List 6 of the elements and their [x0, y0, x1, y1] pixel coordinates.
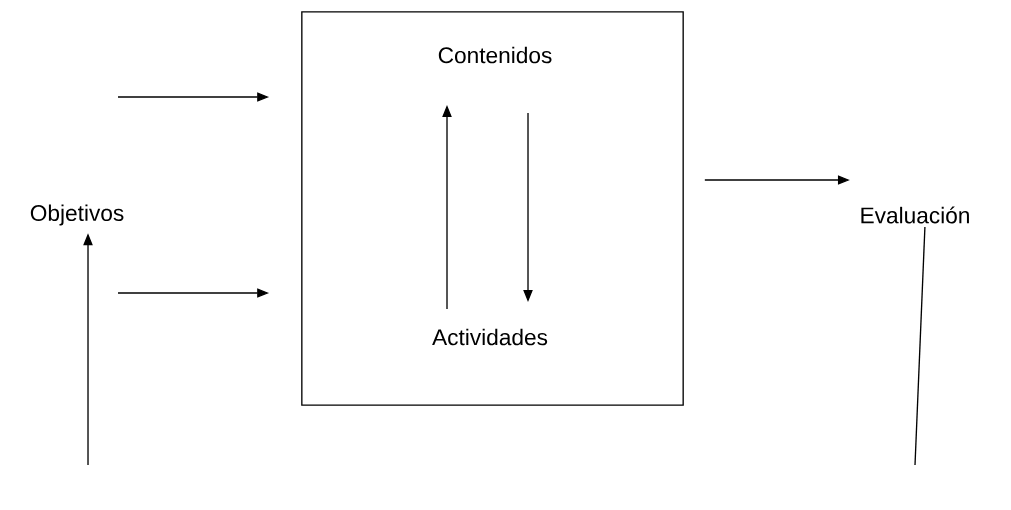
node-label: Actividades: [432, 328, 548, 346]
frame-box: [301, 11, 684, 406]
node-label: Objetivos: [30, 204, 124, 226]
node-label: Contenidos: [438, 46, 552, 64]
node-label: Evaluación: [861, 206, 969, 224]
line: [914, 226, 926, 466]
